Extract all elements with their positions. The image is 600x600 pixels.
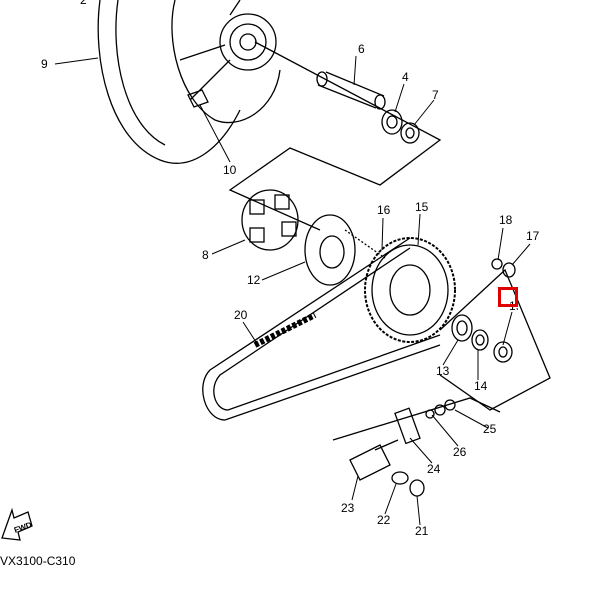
highlight-box: [498, 287, 518, 307]
sprocket-hub: [304, 214, 386, 286]
callout-12: 12: [247, 273, 261, 287]
diagram-code: VX3100-C310: [0, 554, 76, 568]
callout-15: 15: [415, 200, 429, 214]
rear-wheel: [97, 0, 281, 164]
callout-13: 13: [436, 364, 450, 378]
callout-22: 22: [377, 513, 391, 527]
bearings-collar: [439, 258, 551, 411]
callout-10: 10: [223, 163, 237, 177]
callout-14: 14: [474, 379, 488, 393]
callout-24: 24: [427, 462, 441, 476]
callout-25: 25: [483, 422, 497, 436]
callout-26: 26: [453, 445, 467, 459]
callout-8: 8: [202, 248, 209, 262]
callout-16: 16: [377, 203, 391, 217]
drive-chain: [202, 237, 441, 421]
hub-damper: [241, 189, 299, 251]
callout-4: 4: [402, 70, 409, 84]
leader-lines: [54, 55, 531, 526]
chain-adjuster: [332, 397, 501, 497]
callout-9: 9: [41, 57, 48, 71]
callout-21: 21: [415, 524, 429, 538]
callout-17: 17: [526, 229, 540, 243]
callout-20: 20: [234, 308, 248, 322]
callout-6: 6: [358, 42, 365, 56]
callout-23: 23: [341, 501, 355, 515]
fwd-arrow-icon: [1, 507, 33, 541]
axle-collar: [228, 41, 442, 231]
callout-2: 2: [80, 0, 87, 7]
callout-18: 18: [499, 213, 513, 227]
rear-sprocket: [364, 237, 456, 343]
callout-7: 7: [432, 88, 439, 102]
